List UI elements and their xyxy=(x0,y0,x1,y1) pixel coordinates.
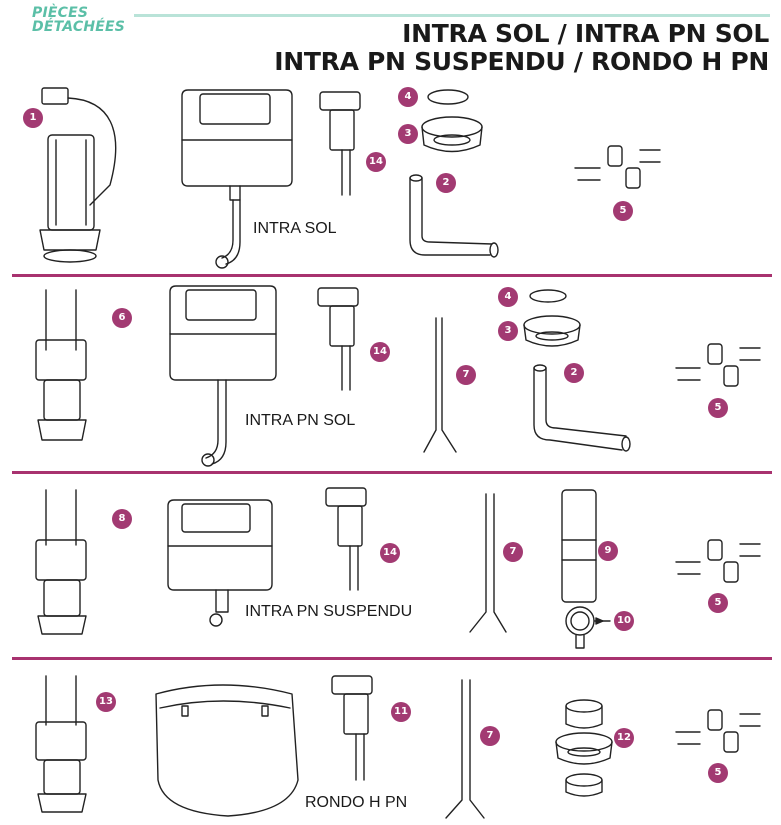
part-badge: 2 xyxy=(436,173,456,193)
section-label: PIÈCES DÉTACHÉES xyxy=(32,6,125,34)
flush-valve-drawing xyxy=(35,675,87,813)
spigot-drawing xyxy=(561,489,611,649)
part-badge: 13 xyxy=(96,692,116,712)
part-badge: 12 xyxy=(614,728,634,748)
adapter-drawing xyxy=(555,699,613,797)
part-badge: 8 xyxy=(112,509,132,529)
fill-valve-drawing xyxy=(317,287,359,391)
part-badge: 14 xyxy=(366,152,386,172)
row4-caption: RONDO H PN xyxy=(305,794,408,811)
part-badge: 4 xyxy=(498,287,518,307)
part-badge: 5 xyxy=(708,593,728,613)
part-badge: 11 xyxy=(391,702,411,722)
part-badge: 7 xyxy=(456,365,476,385)
gasket-drawing xyxy=(427,89,469,105)
cistern-drawing xyxy=(181,89,293,269)
row1-caption: INTRA SOL xyxy=(253,220,337,237)
rondo-cistern-drawing xyxy=(155,684,299,817)
row-divider xyxy=(12,657,772,660)
fill-valve-drawing xyxy=(331,675,373,781)
part-badge: 3 xyxy=(498,321,518,341)
part-badge: 2 xyxy=(564,363,584,383)
cone-drawing xyxy=(523,315,581,347)
part-badge: 1 xyxy=(23,108,43,128)
part-badge: 14 xyxy=(370,342,390,362)
row3-caption: INTRA PN SUSPENDU xyxy=(245,603,413,620)
flush-pipe-drawing xyxy=(469,493,507,633)
fixings-drawing xyxy=(675,709,761,753)
flush-valve-drawing xyxy=(35,289,87,441)
fill-valve-drawing xyxy=(319,91,361,196)
gasket-drawing xyxy=(529,289,567,303)
pipe-drawing xyxy=(533,367,627,451)
cistern-drawing xyxy=(167,499,273,627)
flush-pipe-drawing xyxy=(445,679,485,819)
part-badge: 6 xyxy=(112,308,132,328)
fixings-drawing xyxy=(675,539,761,583)
flush-valve-drawing xyxy=(35,489,87,635)
flush-pipe-drawing xyxy=(423,317,457,453)
cone-drawing xyxy=(421,116,483,153)
fill-valve-drawing xyxy=(325,487,367,591)
part-badge: 14 xyxy=(380,543,400,563)
part-badge: 10 xyxy=(614,611,634,631)
part-badge: 5 xyxy=(708,398,728,418)
part-badge: 5 xyxy=(708,763,728,783)
row2-caption: INTRA PN SOL xyxy=(245,412,356,429)
section-label-line1: PIÈCES xyxy=(32,5,89,21)
part-badge: 4 xyxy=(398,87,418,107)
part-badge: 5 xyxy=(613,201,633,221)
page-title-line1: INTRA SOL / INTRA PN SOL xyxy=(402,19,769,48)
section-label-line2: DÉTACHÉES xyxy=(32,19,126,35)
part-badge: 9 xyxy=(598,541,618,561)
cistern-drawing xyxy=(169,285,277,467)
part-badge: 7 xyxy=(503,542,523,562)
pipe-drawing xyxy=(409,177,493,256)
row-divider xyxy=(12,471,772,474)
fixings-drawing xyxy=(675,343,761,387)
header-rule xyxy=(134,14,770,17)
page-title-line2: INTRA PN SUSPENDU / RONDO H PN xyxy=(274,47,769,76)
part-badge: 3 xyxy=(398,124,418,144)
fixings-drawing xyxy=(574,145,661,189)
row-divider xyxy=(12,274,772,277)
part-badge: 7 xyxy=(480,726,500,746)
flush-valve-drawing xyxy=(39,87,117,263)
